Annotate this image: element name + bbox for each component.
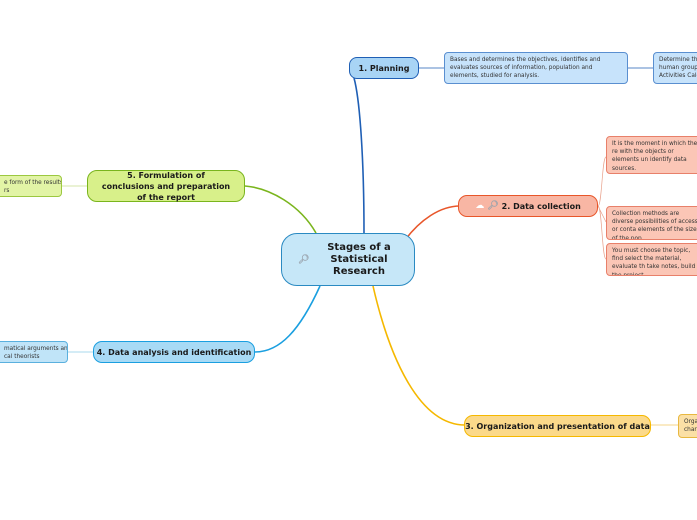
- analysis-leaf-1-text: matical arguments and cal theorists: [4, 346, 68, 361]
- cloud-icon: ☁: [475, 201, 485, 211]
- branch-data-analysis[interactable]: 4. Data analysis and identification: [93, 341, 255, 363]
- organization-leaf-1-text: Organ chart: [684, 419, 697, 434]
- link-collection-leaves: [597, 156, 607, 260]
- branch-organization-label: 3. Organization and presentation of data: [465, 421, 650, 431]
- link-conclusions: [244, 185, 317, 234]
- central-title: Stages of a Statistical Research: [327, 241, 391, 277]
- collection-leaf-2-text: Collection methods are diverse possibili…: [612, 211, 697, 240]
- conclusions-leaf-1[interactable]: e form of the results rs: [0, 175, 62, 197]
- link-planning: [353, 77, 365, 234]
- planning-leaf-1[interactable]: Bases and determines the objectives, ide…: [444, 52, 628, 84]
- analysis-leaf-1[interactable]: matical arguments and cal theorists: [0, 341, 68, 363]
- magnifier-icon: 🔎︎: [298, 255, 310, 265]
- planning-leaf-2-text: Determine the human group, Activities Ca…: [659, 57, 697, 80]
- branch-planning-label: 1. Planning: [358, 63, 410, 73]
- branch-collection-label: 2. Data collection: [501, 201, 581, 211]
- organization-leaf-1[interactable]: Organ chart: [678, 414, 697, 438]
- magnifier-icon: 🔎︎: [487, 201, 499, 211]
- branch-organization[interactable]: 3. Organization and presentation of data: [464, 415, 651, 437]
- conclusions-leaf-1-text: e form of the results rs: [4, 180, 62, 195]
- link-organization: [372, 285, 466, 426]
- collection-leaf-3[interactable]: You must choose the topic, find select t…: [606, 243, 697, 276]
- collection-leaf-1-text: It is the moment in which the re with th…: [612, 141, 697, 172]
- branch-planning[interactable]: 1. Planning: [349, 57, 419, 79]
- collection-leaf-2[interactable]: Collection methods are diverse possibili…: [606, 206, 697, 240]
- link-analysis: [254, 285, 321, 353]
- planning-leaf-2[interactable]: Determine the human group, Activities Ca…: [653, 52, 697, 84]
- branch-conclusions-label: 5. Formulation of conclusions and prepar…: [101, 170, 231, 202]
- collection-leaf-1[interactable]: It is the moment in which the re with th…: [606, 136, 697, 174]
- planning-leaf-1-text: Bases and determines the objectives, ide…: [450, 57, 601, 80]
- link-collection: [404, 205, 461, 241]
- central-topic[interactable]: 🔎︎ Stages of a Statistical Research: [281, 233, 415, 286]
- branch-conclusions[interactable]: 5. Formulation of conclusions and prepar…: [87, 170, 245, 202]
- collection-leaf-3-text: You must choose the topic, find select t…: [612, 248, 696, 276]
- branch-analysis-label: 4. Data analysis and identification: [96, 347, 252, 357]
- branch-data-collection[interactable]: ☁ 🔎︎ 2. Data collection: [458, 195, 598, 217]
